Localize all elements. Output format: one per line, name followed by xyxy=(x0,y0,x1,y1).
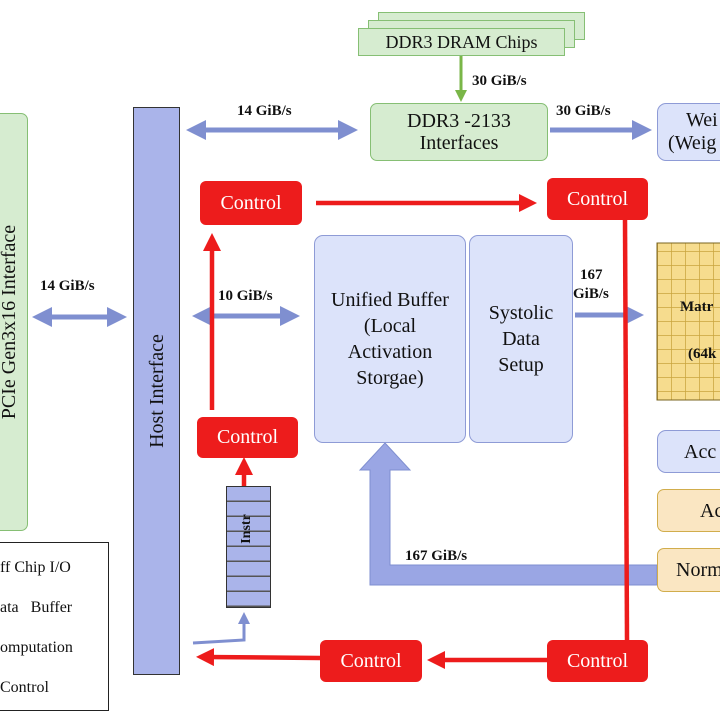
control-bottom-right: Control xyxy=(547,640,648,682)
bw-host-ddr: 14 GiB/s xyxy=(237,103,292,119)
ub-line3: Activation xyxy=(347,341,433,363)
matrix-line1: Matr xyxy=(680,299,714,315)
acc-label: Acc xyxy=(684,440,717,463)
control-label: Control xyxy=(220,191,282,214)
matrix-grid xyxy=(656,242,720,401)
act-label: Ac xyxy=(700,499,720,522)
control-bottom-mid: Control xyxy=(320,640,422,682)
sys-line2: Data xyxy=(502,328,540,350)
ddr-line1: DDR3 -2133 xyxy=(407,110,511,132)
ddr-line2: Interfaces xyxy=(419,132,499,154)
bw-feedback: 167 GiB/s xyxy=(405,548,468,564)
legend-control: Control xyxy=(0,679,49,696)
accumulators: Acc xyxy=(657,430,720,473)
control-label: Control xyxy=(340,649,402,672)
activation: Ac xyxy=(657,489,720,532)
control-label: Control xyxy=(566,649,629,672)
host-interface: Host Interface xyxy=(133,107,180,675)
instruction-buffer xyxy=(226,486,271,608)
weights-line2: (Weig xyxy=(668,132,717,154)
control-host: Control xyxy=(200,181,302,225)
dram-chips: DDR3 DRAM Chips xyxy=(358,28,565,56)
sys-line3: Setup xyxy=(498,354,544,376)
control-systolic: Control xyxy=(547,178,648,220)
weights-line1: Wei xyxy=(686,109,718,131)
dram-label: DDR3 DRAM Chips xyxy=(385,31,538,52)
legend-buffer: ata Buffer xyxy=(0,599,73,616)
legend: ff Chip I/O ata Buffer omputation Contro… xyxy=(0,542,109,711)
bw-sys-matrix-1: 167 xyxy=(580,267,603,283)
legend-io: ff Chip I/O xyxy=(0,559,71,576)
ub-line4: Storgae) xyxy=(356,367,424,389)
control-instr: Control xyxy=(197,417,298,458)
sys-line1: Systolic xyxy=(488,302,554,324)
control-label: Control xyxy=(216,426,279,448)
bw-sys-matrix-2: GiB/s xyxy=(573,286,609,302)
bw-ddr-weights: 30 GiB/s xyxy=(556,103,611,119)
legend-computation: omputation xyxy=(0,639,73,656)
control-lines xyxy=(196,194,630,669)
norm-label: Norm xyxy=(676,559,720,581)
bw-dram-ddr: 30 GiB/s xyxy=(472,73,527,89)
matrix-line2: (64k xyxy=(688,346,717,362)
blue-arrows xyxy=(32,120,652,645)
weight-fifo: Wei(Weig xyxy=(657,103,720,161)
ub-line1: Unified Buffer xyxy=(331,289,449,311)
control-label: Control xyxy=(566,187,629,210)
host-label: Host Interface xyxy=(145,334,168,448)
bw-pcie: 14 GiB/s xyxy=(40,278,95,294)
instr-label: Instr xyxy=(238,514,254,544)
ub-line2: (Local xyxy=(363,315,417,337)
bw-host-ub: 10 GiB/s xyxy=(218,288,273,304)
pcie-label: PCIe Gen3x16 Interface xyxy=(0,224,20,420)
pcie-interface: PCIe Gen3x16 Interface xyxy=(0,113,28,531)
normalize-pool: Norm xyxy=(657,548,720,592)
